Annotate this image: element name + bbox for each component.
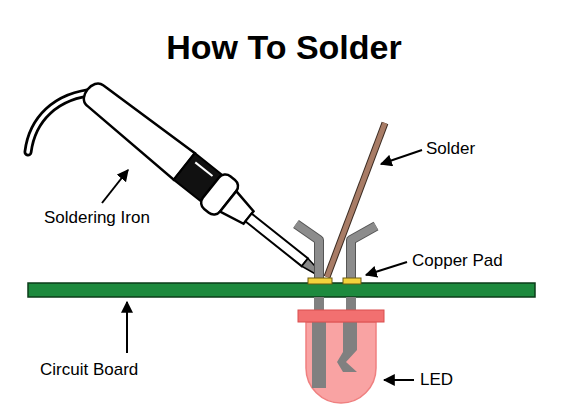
led-lead (296, 224, 319, 282)
leader-arrow (126, 302, 128, 353)
leader-arrow (384, 379, 414, 381)
leader-arrow (366, 262, 407, 275)
led-lead-outline (296, 224, 319, 282)
part-label: Copper Pad (412, 251, 503, 271)
copper-pad (343, 278, 361, 284)
part-label: Solder (426, 139, 475, 159)
led-dome (306, 322, 376, 403)
led-lead-inner (314, 297, 324, 311)
iron-handle (77, 76, 195, 180)
part-label: Circuit Board (40, 360, 138, 380)
led-cathode (337, 322, 357, 372)
soldering-iron (74, 73, 335, 292)
led-lead-inner (346, 297, 356, 311)
led-anode (312, 322, 326, 388)
circuit-board (28, 283, 535, 297)
solder-wire-outline (327, 123, 385, 277)
led-flange (298, 310, 384, 322)
solder-wire (327, 123, 385, 277)
copper-pad (308, 278, 332, 284)
leader-arrow (381, 150, 422, 164)
diagram-title: How To Solder (0, 28, 568, 67)
leader-arrow (102, 170, 128, 203)
part-label: Soldering Iron (44, 208, 150, 228)
iron-grip-highlight (195, 162, 212, 176)
part-label: LED (420, 370, 453, 390)
